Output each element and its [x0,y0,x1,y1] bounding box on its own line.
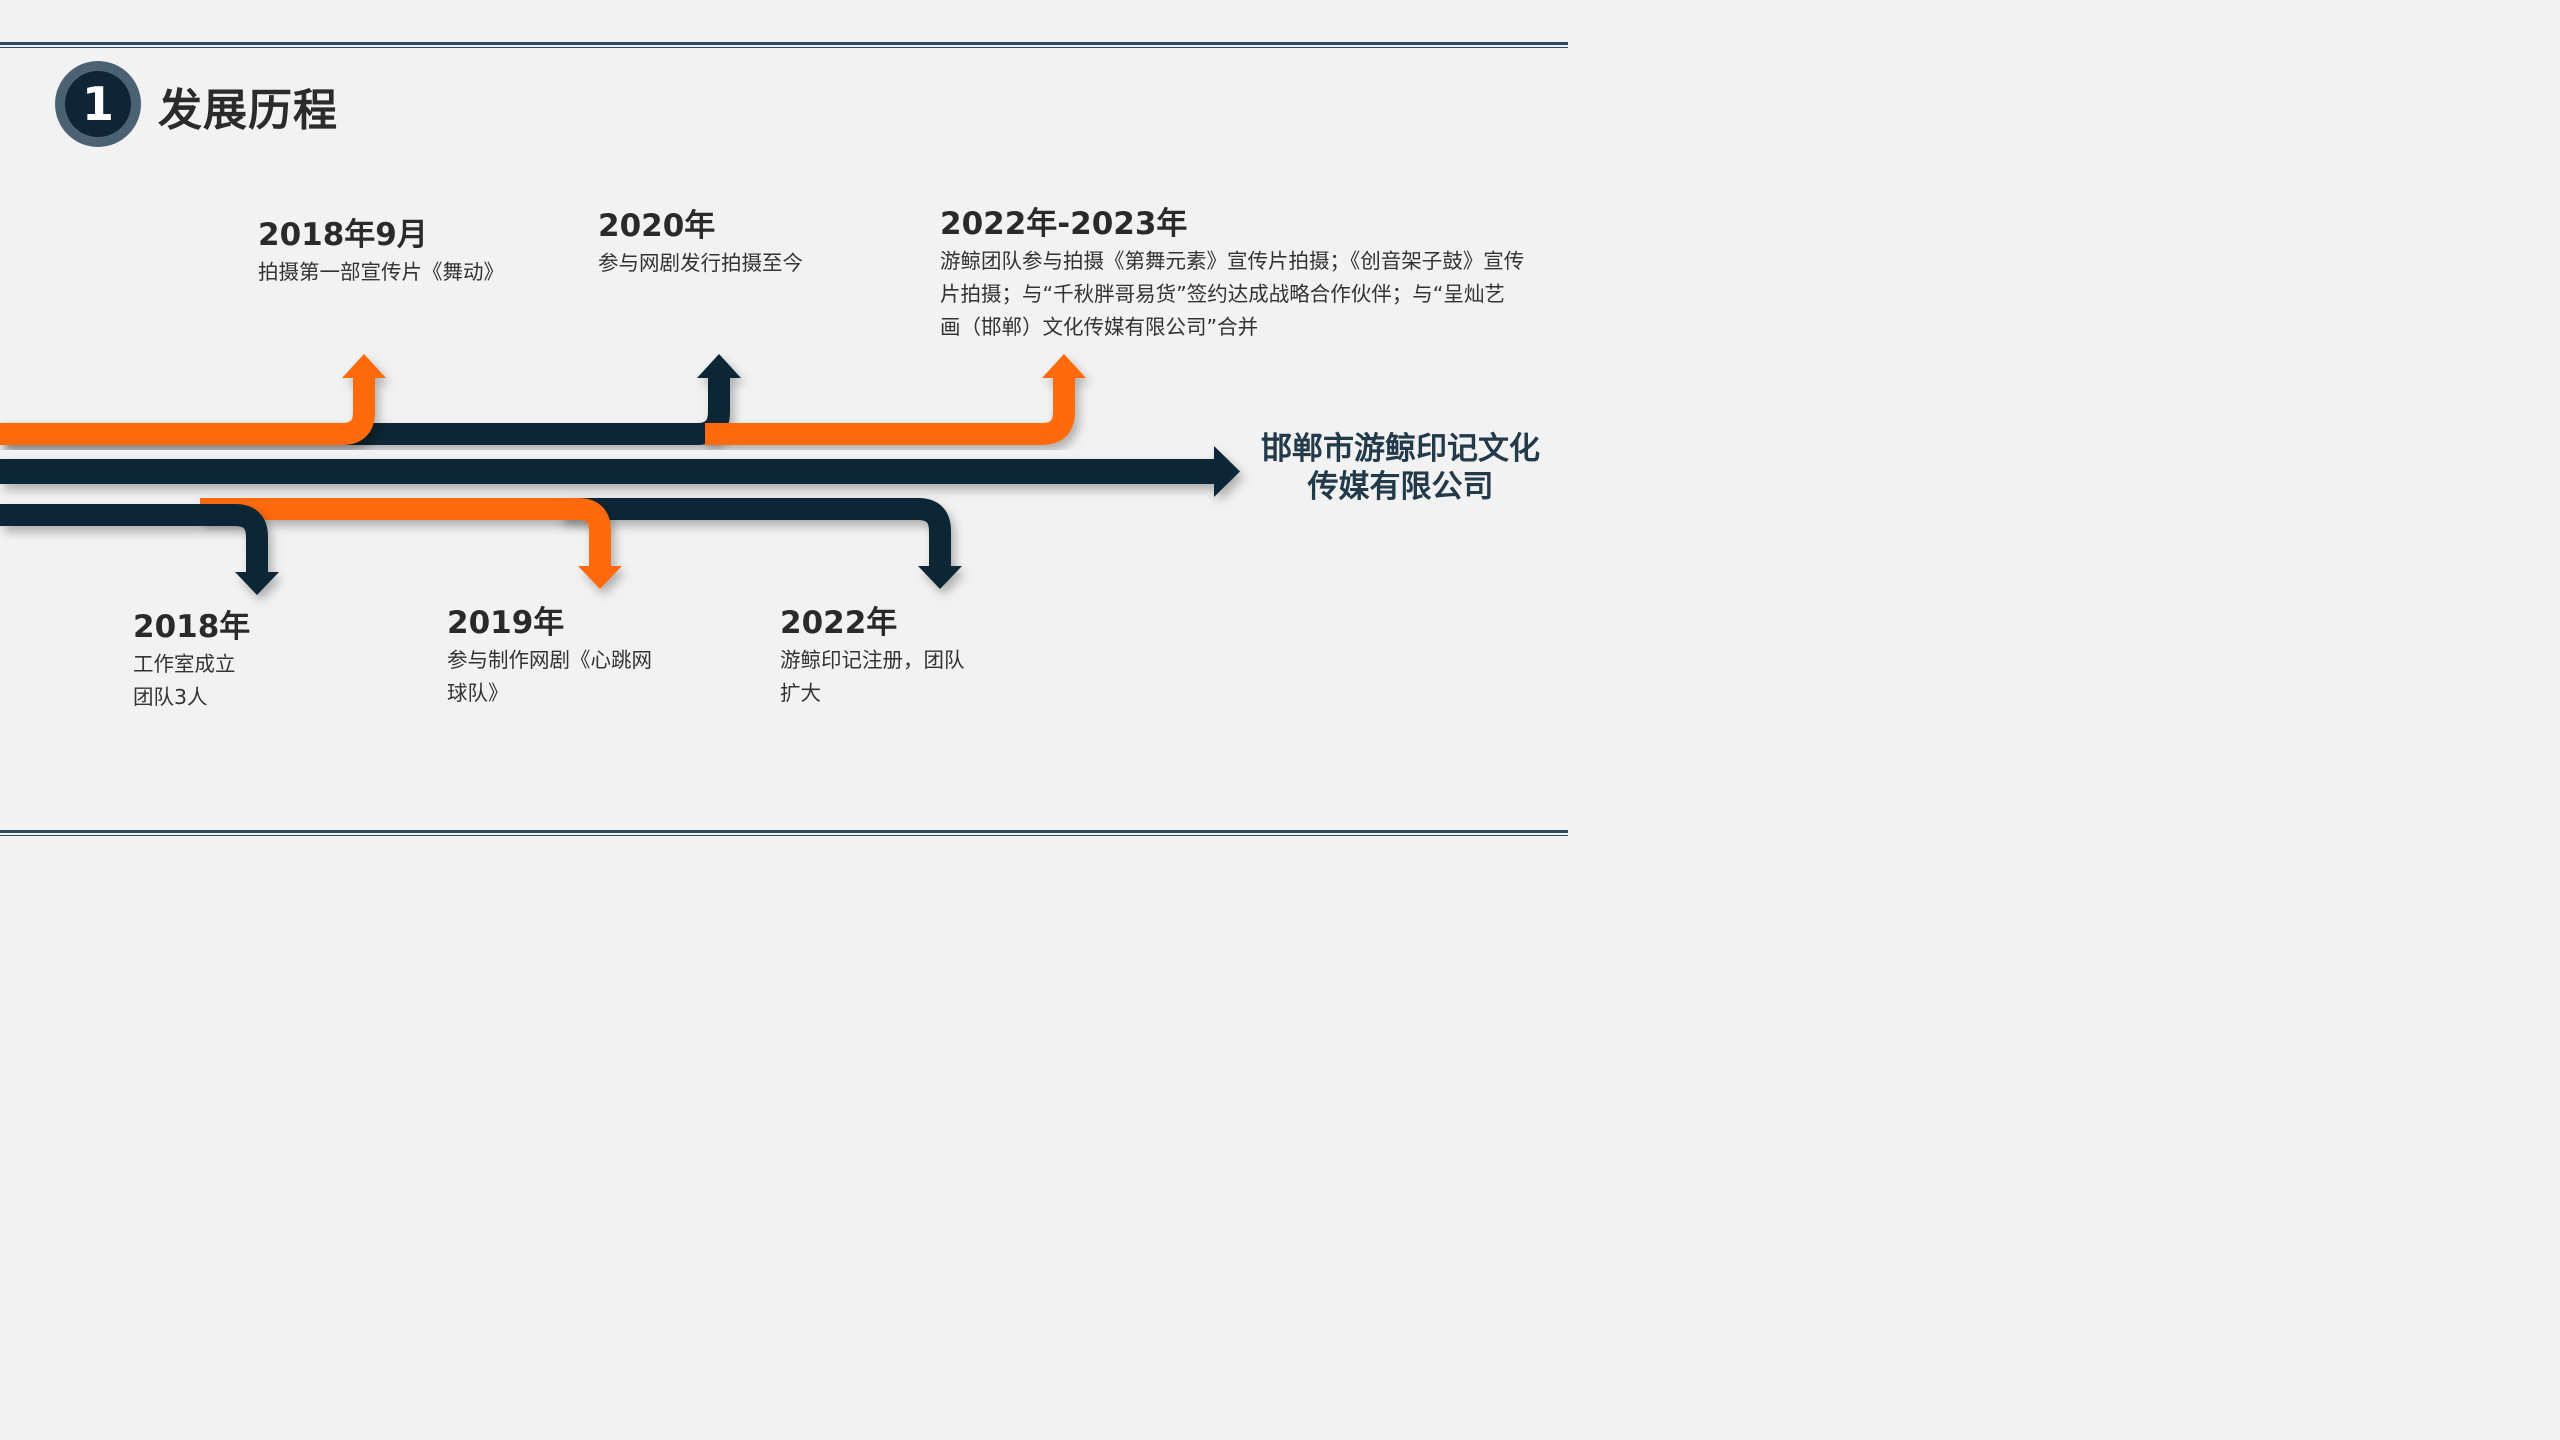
event-2022-2023: 2022年-2023年 游鲸团队参与拍摄《第舞元素》宣传片拍摄；《创音架子鼓》宣… [940,205,1525,344]
arrow-down-2022 [560,498,962,589]
company-name-line2: 传媒有限公司 [1307,469,1494,505]
event-year: 2022年-2023年 [940,206,1188,242]
event-2019: 2019年 参与制作网剧《心跳网 球队》 [447,604,652,710]
top-rule [0,42,1568,48]
event-desc-line1: 参与制作网剧《心跳网 [447,648,652,672]
event-desc: 工作室成立 团队3人 [133,648,250,714]
event-desc: 参与网剧发行拍摄至今 [598,251,803,275]
event-desc: 拍摄第一部宣传片《舞动》 [258,260,504,284]
arrow-down-2018 [0,504,279,595]
company-name-line1: 邯郸市游鲸印记文化 [1261,431,1540,467]
event-desc: 游鲸印记注册，团队 扩大 [780,644,965,710]
event-year: 2019年 [447,605,565,641]
timeline-arrows [0,354,1240,595]
event-desc-line1: 工作室成立 [133,652,236,676]
section-title: 发展历程 [158,85,338,136]
event-desc-line2: 团队3人 [133,685,208,709]
arrow-up-2018-9 [0,354,386,445]
event-2018-9: 2018年9月 拍摄第一部宣传片《舞动》 [258,216,504,289]
event-2018: 2018年 工作室成立 团队3人 [133,608,250,714]
event-2020: 2020年 参与网剧发行拍摄至今 [598,207,803,280]
company-name: 邯郸市游鲸印记文化 传媒有限公司 [1248,430,1553,506]
section-number: 1 [65,71,131,137]
event-desc: 游鲸团队参与拍摄《第舞元素》宣传片拍摄；《创音架子鼓》宣传片拍摄；与“千秋胖哥易… [940,249,1525,339]
event-desc-line2: 球队》 [447,681,509,705]
event-desc-line2: 扩大 [780,681,821,705]
arrow-up-2022-2023 [705,354,1086,445]
event-desc-line1: 游鲸印记注册，团队 [780,648,965,672]
main-arrow [0,446,1240,497]
event-year: 2018年 [133,609,251,645]
event-desc: 参与制作网剧《心跳网 球队》 [447,644,652,710]
bottom-rule [0,830,1568,836]
arrow-down-2019 [200,498,622,589]
section-number-badge: 1 [55,61,141,147]
event-year: 2022年 [780,605,898,641]
event-2022: 2022年 游鲸印记注册，团队 扩大 [780,604,965,710]
event-year: 2020年 [598,208,716,244]
event-year: 2018年9月 [258,217,428,253]
